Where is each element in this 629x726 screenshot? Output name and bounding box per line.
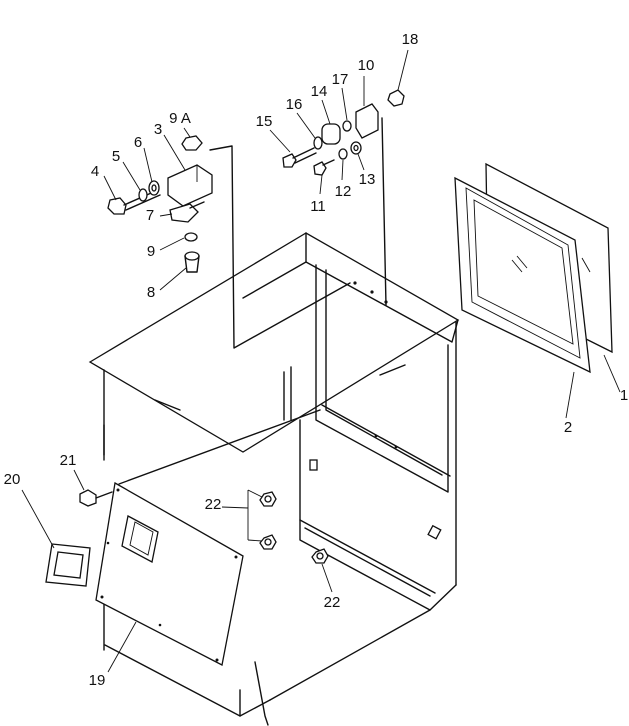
label-1: 1	[620, 387, 628, 404]
cab-body	[88, 232, 460, 726]
rear-panel	[95, 481, 244, 666]
label-22-bottom: 22	[324, 594, 341, 611]
label-18: 18	[402, 31, 419, 48]
label-22-left: 22	[205, 496, 222, 513]
label-15: 15	[256, 113, 273, 130]
bolts-and-nuts	[79, 409, 329, 564]
label-9a: 9 A	[169, 110, 191, 127]
side-window	[454, 162, 613, 374]
small-window-gasket	[45, 543, 91, 587]
label-12: 12	[335, 183, 352, 200]
label-16: 16	[286, 96, 303, 113]
label-20: 20	[4, 471, 21, 488]
label-4: 4	[91, 163, 99, 180]
part-labels: 1 2 3 4 5 6 7 8 9 9 A 10 11 12 13 14 15 …	[4, 31, 629, 689]
leader-lines	[21, 49, 621, 673]
window-seal	[454, 176, 591, 374]
left-hardware	[107, 135, 351, 349]
label-10: 10	[358, 57, 375, 74]
bracket-3	[167, 164, 213, 207]
cab-roof	[88, 232, 460, 453]
label-19: 19	[89, 672, 106, 689]
label-2: 2	[564, 419, 572, 436]
label-21: 21	[60, 452, 77, 469]
label-5: 5	[112, 148, 120, 165]
right-hardware	[282, 89, 405, 306]
label-3: 3	[154, 121, 162, 138]
label-14: 14	[311, 83, 328, 100]
label-17: 17	[332, 71, 349, 88]
label-9: 9	[147, 243, 155, 260]
label-11: 11	[310, 198, 326, 215]
label-6: 6	[134, 134, 142, 151]
label-8: 8	[147, 284, 155, 301]
label-13: 13	[359, 171, 376, 188]
label-7: 7	[146, 207, 154, 224]
